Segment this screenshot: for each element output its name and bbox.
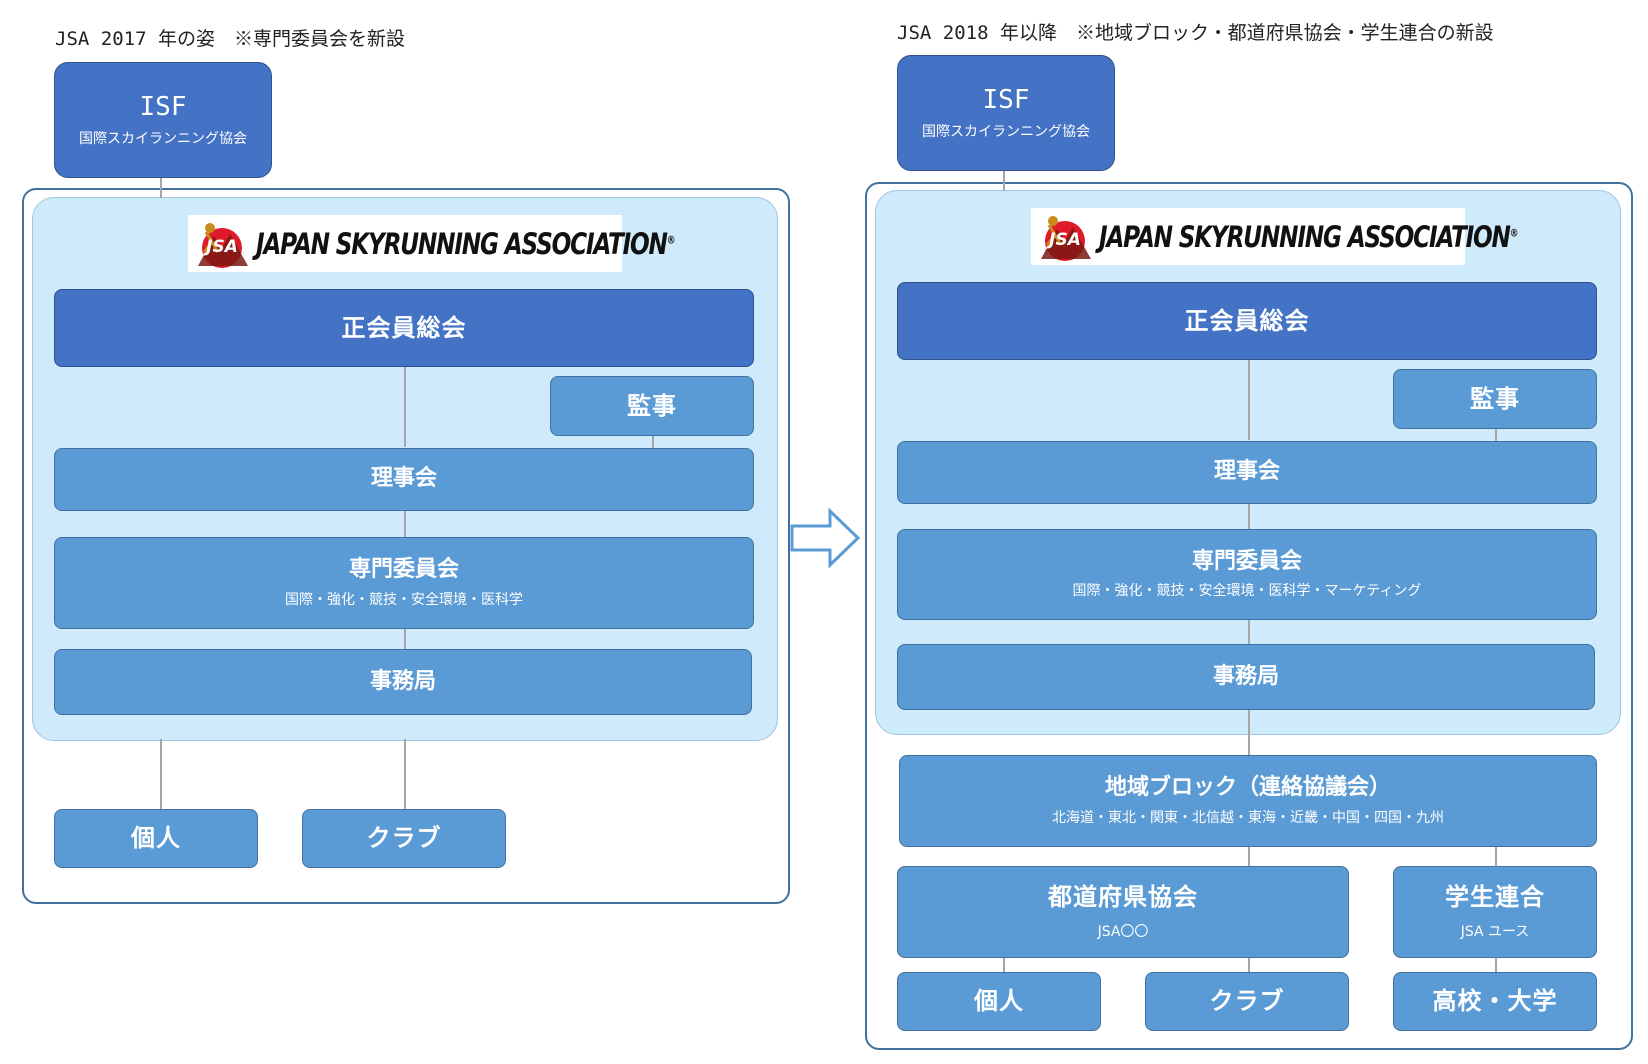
regional-block-subtitle: 北海道・東北・関東・北信越・東海・近畿・中国・四国・九州 [1052, 809, 1444, 826]
auditor-label: 監事 [1470, 384, 1520, 413]
general-meeting-box-2017: 正会員総会 [54, 289, 754, 367]
school-box: 高校・大学 [1393, 972, 1597, 1031]
connector [404, 511, 406, 537]
prefectural-subtitle: JSA〇〇 [1097, 924, 1149, 940]
logo-wordmark: JAPAN SKYRUNNING ASSOCIATION® [1099, 219, 1519, 254]
connector [1495, 958, 1497, 972]
connector [1248, 504, 1250, 529]
secretariat-box-2018: 事務局 [897, 644, 1595, 710]
committee-title: 専門委員会 [1191, 548, 1302, 574]
general-meeting-box-2018: 正会員総会 [897, 282, 1597, 360]
school-label: 高校・大学 [1432, 987, 1558, 1016]
jsa-mark-icon: JSA [1035, 211, 1097, 263]
board-box-2018: 理事会 [897, 441, 1597, 504]
committee-subtitle: 国際・強化・競技・安全環境・医科学 [285, 591, 523, 608]
connector [1003, 958, 1005, 972]
individual-label: 個人 [131, 824, 181, 853]
board-box-2017: 理事会 [54, 448, 754, 511]
club-box-2018: クラブ [1145, 972, 1349, 1031]
club-box-2017: クラブ [302, 809, 506, 868]
individual-box-2017: 個人 [54, 809, 258, 868]
board-label: 理事会 [370, 466, 437, 492]
logo-mark-text: JSA [1046, 230, 1081, 250]
isf-box-2017: ISF 国際スカイランニング協会 [54, 62, 272, 178]
isf-title: ISF [139, 92, 187, 122]
secretariat-label: 事務局 [1212, 663, 1279, 689]
isf-subtitle: 国際スカイランニング協会 [79, 131, 247, 148]
logo-mark-text: JSA [203, 237, 238, 257]
isf-subtitle: 国際スカイランニング協会 [922, 124, 1090, 141]
auditor-box-2017: 監事 [550, 376, 754, 436]
connector [1248, 958, 1250, 972]
individual-label: 個人 [974, 987, 1024, 1016]
transition-arrow-icon [790, 508, 861, 568]
student-subtitle: JSA ユース [1460, 924, 1530, 940]
auditor-box-2018: 監事 [1393, 369, 1597, 429]
prefectural-association-box: 都道府県協会 JSA〇〇 [897, 866, 1349, 958]
isf-box-2018: ISF 国際スカイランニング協会 [897, 55, 1115, 171]
committee-title: 専門委員会 [348, 557, 459, 583]
regional-block-title: 地域ブロック（連絡協議会） [1104, 775, 1391, 801]
committee-box-2018: 専門委員会 国際・強化・競技・安全環境・医科学・マーケティング [897, 529, 1597, 620]
committee-box-2017: 専門委員会 国際・強化・競技・安全環境・医科学 [54, 537, 754, 629]
individual-box-2018: 個人 [897, 972, 1101, 1031]
connector [1495, 429, 1497, 441]
connector [160, 739, 162, 809]
connector [404, 739, 406, 809]
board-label: 理事会 [1213, 459, 1280, 485]
club-label: クラブ [1209, 987, 1285, 1016]
connector [1248, 620, 1250, 644]
committee-subtitle: 国際・強化・競技・安全環境・医科学・マーケティング [1072, 583, 1422, 600]
prefectural-title: 都道府県協会 [1048, 883, 1198, 912]
connector [1495, 847, 1497, 866]
student-federation-box: 学生連合 JSA ユース [1393, 866, 1597, 958]
connector [1248, 360, 1250, 440]
secretariat-box-2017: 事務局 [54, 649, 752, 715]
caption-2017: JSA 2017 年の姿 ※専門委員会を新設 [55, 28, 405, 50]
jsa-mark-icon: JSA [192, 218, 254, 270]
general-meeting-label: 正会員総会 [341, 313, 467, 342]
auditor-label: 監事 [627, 391, 677, 420]
connector [404, 367, 406, 447]
club-label: クラブ [366, 824, 442, 853]
jsa-logo-2018: JSA JAPAN SKYRUNNING ASSOCIATION® [1031, 208, 1519, 265]
logo-wordmark: JAPAN SKYRUNNING ASSOCIATION® [256, 226, 676, 261]
connector [1248, 847, 1250, 866]
student-title: 学生連合 [1445, 883, 1545, 912]
caption-2018: JSA 2018 年以降 ※地域ブロック・都道府県協会・学生連合の新設 [897, 22, 1494, 44]
connector [652, 436, 654, 448]
connector [1003, 171, 1005, 191]
jsa-logo-2017: JSA JAPAN SKYRUNNING ASSOCIATION® [188, 215, 676, 272]
connector [160, 178, 162, 198]
general-meeting-label: 正会員総会 [1184, 306, 1310, 335]
isf-title: ISF [982, 85, 1030, 115]
connector [1248, 710, 1250, 755]
secretariat-label: 事務局 [369, 668, 436, 694]
connector [404, 629, 406, 649]
regional-block-box: 地域ブロック（連絡協議会） 北海道・東北・関東・北信越・東海・近畿・中国・四国・… [899, 755, 1597, 847]
